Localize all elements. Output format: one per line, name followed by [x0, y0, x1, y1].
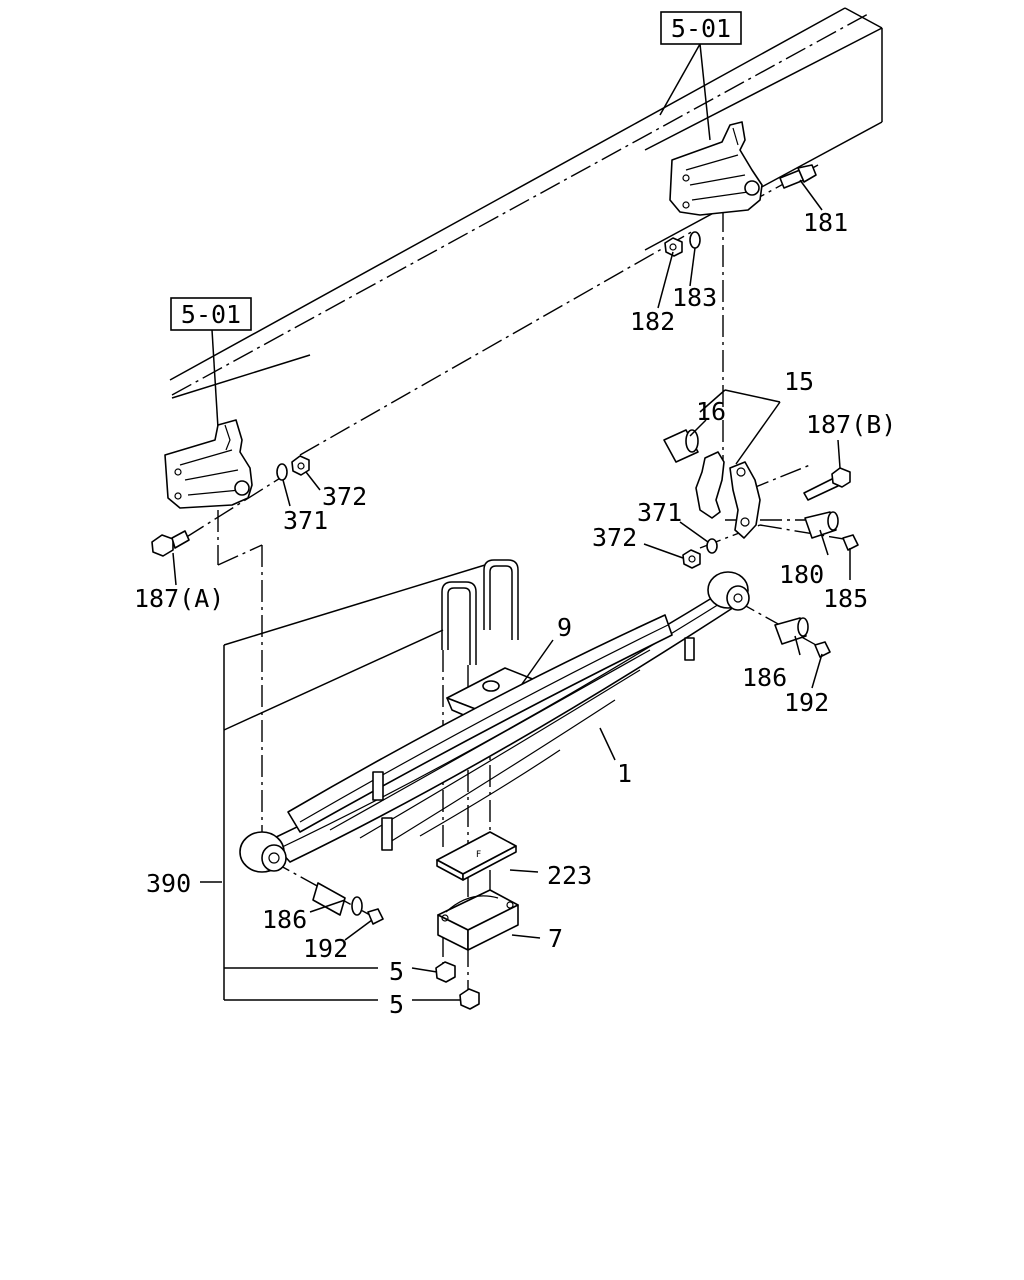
part-label-186-left: 186 — [262, 905, 307, 934]
part-label-182: 182 — [630, 307, 675, 336]
part-label-187a: 187(A) — [134, 584, 224, 613]
nut-372-mid — [682, 549, 701, 569]
shackle-15 — [695, 451, 761, 539]
section-ref-box-left[interactable]: 5-01 — [170, 297, 252, 331]
part-label-9: 9 — [557, 613, 572, 642]
part-label-390: 390 — [146, 869, 191, 898]
part-label-372-top: 372 — [322, 482, 367, 511]
group-bracket-390 — [200, 564, 486, 1001]
shackle-bushing-16 — [663, 429, 699, 463]
nut-5-lower — [459, 988, 480, 1010]
part-label-371-top: 371 — [283, 506, 328, 535]
part-label-192-right: 192 — [784, 688, 829, 717]
pad-223: F — [436, 831, 517, 881]
bolt-181 — [779, 164, 817, 189]
part-label-5-upper: 5 — [389, 957, 404, 986]
part-label-185: 185 — [823, 584, 868, 613]
part-label-15: 15 — [784, 367, 814, 396]
front-hanger-bracket — [164, 419, 253, 509]
washer-183 — [689, 231, 701, 249]
part-label-187b: 187(B) — [806, 410, 896, 439]
washer-371-mid — [706, 538, 718, 554]
part-label-186-right: 186 — [742, 663, 787, 692]
part-label-7: 7 — [548, 924, 563, 953]
nut-5-upper — [435, 961, 456, 983]
pin-186-right — [774, 617, 809, 645]
part-label-371-mid: 371 — [637, 498, 682, 527]
part-label-5-lower: 5 — [389, 990, 404, 1019]
part-label-181: 181 — [803, 208, 848, 237]
grease-nipple-185 — [842, 534, 859, 551]
nut-182 — [664, 237, 683, 257]
part-label-372-mid: 372 — [592, 523, 637, 552]
spacer-block-7 — [437, 889, 519, 951]
washer-371-top — [276, 463, 288, 481]
section-ref-label: 5-01 — [671, 14, 731, 43]
part-label-183: 183 — [672, 283, 717, 312]
section-ref-label: 5-01 — [181, 300, 241, 329]
part-label-180: 180 — [779, 560, 824, 589]
grease-nipple-192-right — [814, 641, 831, 658]
bolt-187a — [151, 530, 190, 557]
part-label-16: 16 — [696, 397, 726, 426]
leaf-spring-1 — [239, 571, 750, 873]
part-labels: 181 182 183 372 371 187(A) 15 16 187(B) … — [134, 208, 896, 1019]
leader-lines — [172, 179, 851, 941]
bolt-187b — [803, 467, 851, 501]
section-ref-box-top[interactable]: 5-01 — [660, 11, 742, 45]
frame-rail — [169, 7, 883, 399]
pin-186-left — [312, 882, 363, 916]
pad-mark: F — [476, 850, 481, 860]
part-label-192-left: 192 — [303, 934, 348, 963]
u-bolts — [441, 559, 519, 665]
part-label-1: 1 — [617, 759, 632, 788]
nut-372-top — [291, 455, 310, 476]
pin-180 — [804, 511, 839, 539]
rear-hanger-bracket — [669, 121, 763, 216]
part-label-223: 223 — [547, 861, 592, 890]
